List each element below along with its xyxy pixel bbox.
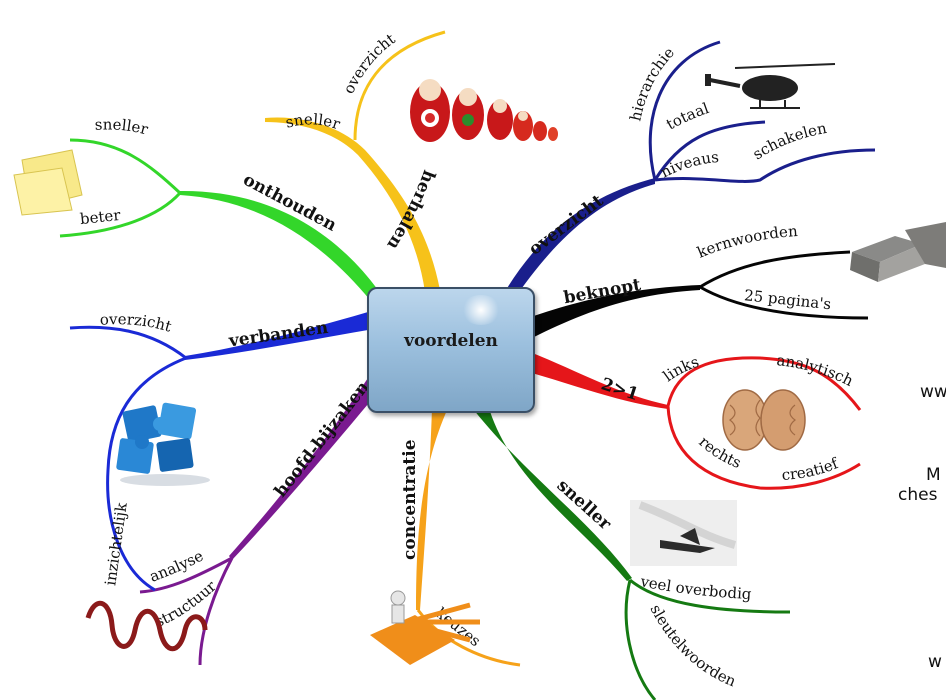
brain-icon bbox=[722, 389, 806, 451]
svg-text:hierarchie: hierarchie bbox=[626, 43, 678, 122]
wave-icon bbox=[85, 600, 208, 652]
helicopter-icon bbox=[705, 63, 836, 109]
branch-concentratie-label: concentratie bbox=[400, 439, 420, 560]
side-fragment-4: w bbox=[928, 652, 942, 672]
branch-hoofdbijzaken-ribbon bbox=[229, 372, 388, 560]
svg-text:sleutelwoorden: sleutelwoorden bbox=[646, 601, 738, 690]
branch-onthouden: onthouden sneller beter bbox=[59, 115, 378, 300]
sub-onthouden-beter: beter bbox=[79, 206, 122, 228]
svg-text:analytisch: analytisch bbox=[776, 351, 857, 390]
sub-herhalen-overzicht: overzicht bbox=[339, 30, 398, 97]
svg-text:veel overbodig: veel overbodig bbox=[638, 572, 752, 603]
branch-2-1-label: 2>1 bbox=[599, 374, 641, 405]
crossroads-icon bbox=[370, 590, 480, 665]
central-node-label: voordelen bbox=[404, 331, 498, 351]
side-fragment-2: M bbox=[926, 465, 941, 485]
sub-overzicht-hierarchie: hierarchie bbox=[626, 43, 678, 122]
branch-herhalen-sub bbox=[353, 30, 446, 141]
branch-hoofdbijzaken-label: hoofd-bijzaken bbox=[271, 378, 374, 502]
sub-overzicht-niveaus: niveaus bbox=[658, 148, 720, 182]
svg-text:kernwoorden: kernwoorden bbox=[695, 222, 799, 262]
sub-overzicht-totaal: totaal bbox=[663, 99, 711, 134]
branch-overzicht-label: overzicht bbox=[525, 191, 607, 260]
branch-overzicht: overzicht hierarchie totaal niveaus scha… bbox=[500, 40, 876, 302]
sun-glow bbox=[461, 295, 501, 325]
sub-2-1-analytisch: analytisch bbox=[776, 351, 857, 390]
postit-icon bbox=[13, 149, 83, 216]
svg-text:sneller: sneller bbox=[94, 115, 151, 138]
sub-sneller-sleutelwoorden: sleutelwoorden bbox=[646, 601, 738, 690]
svg-text:overzicht: overzicht bbox=[339, 30, 398, 97]
branch-herhalen: herhalen sneller overzicht bbox=[265, 30, 463, 292]
sub-herhalen-sneller: sneller bbox=[284, 110, 344, 133]
branch-2-1: 2>1 links analytisch rechts creatief bbox=[528, 351, 862, 490]
sub-sneller-veel-overbodig: veel overbodig bbox=[638, 572, 752, 603]
side-fragment-3: ches bbox=[898, 485, 938, 505]
sub-2-1-creatief: creatief bbox=[781, 454, 842, 484]
svg-text:analyse: analyse bbox=[147, 547, 206, 586]
central-node: voordelen bbox=[367, 287, 535, 413]
branch-beknopt: beknopt kernwoorden 25 pagina's bbox=[528, 222, 869, 338]
sub-onthouden-sneller: sneller bbox=[94, 115, 151, 138]
sub-beknopt-kernwoorden: kernwoorden bbox=[695, 222, 799, 262]
book-icon bbox=[850, 222, 946, 282]
branch-concentratie-ribbon bbox=[416, 408, 448, 610]
branch-onthouden-ribbon bbox=[180, 190, 378, 300]
svg-text:niveaus: niveaus bbox=[658, 148, 720, 182]
sub-hoofdbijzaken-analyse: analyse bbox=[147, 547, 206, 586]
branch-herhalen-ribbon bbox=[265, 117, 440, 292]
branch-2-1-ribbon bbox=[528, 352, 668, 409]
sub-verbanden-inzichtelijk: inzichtelijk bbox=[101, 501, 131, 587]
svg-text:sneller: sneller bbox=[284, 110, 344, 133]
puzzle-icon bbox=[116, 402, 210, 486]
svg-text:totaal: totaal bbox=[663, 99, 711, 134]
jet-icon bbox=[630, 500, 737, 566]
branch-verbanden-ribbon bbox=[185, 312, 368, 360]
side-fragment-1: ww bbox=[920, 382, 946, 402]
branch-verbanden-label: verbanden bbox=[227, 318, 330, 352]
branch-beknopt-ribbon bbox=[528, 285, 700, 338]
matryoshka-icon bbox=[410, 79, 558, 142]
svg-text:creatief: creatief bbox=[781, 454, 842, 484]
branch-sneller-ribbon bbox=[470, 405, 632, 581]
